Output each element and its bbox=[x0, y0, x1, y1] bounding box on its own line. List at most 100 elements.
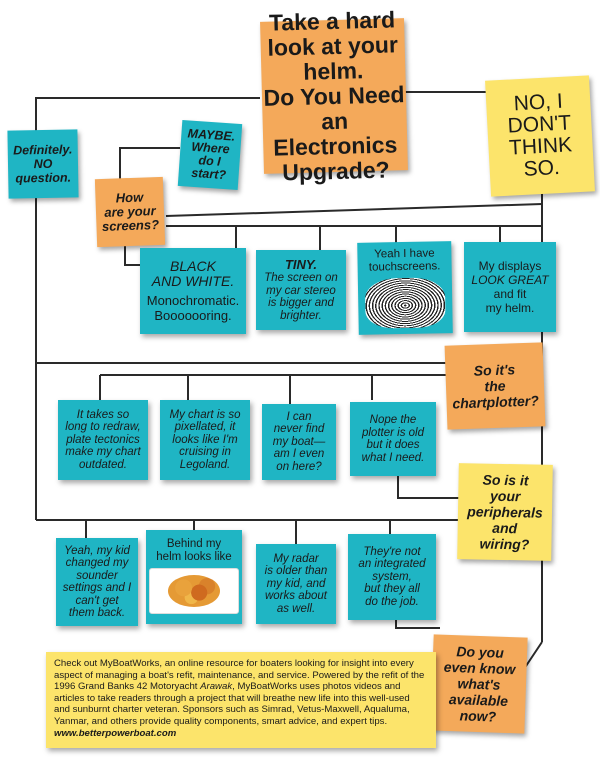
radar-line: as well. bbox=[276, 602, 316, 615]
touch-head: Yeah I have bbox=[374, 247, 435, 261]
chartplotter-line: the bbox=[484, 377, 506, 395]
tiny-body: The screen on bbox=[264, 272, 338, 284]
maybe-answer-note: MAYBE. Where do I start? bbox=[177, 119, 243, 191]
peripherals-line: your bbox=[489, 487, 521, 505]
tiny-body: is bigger and bbox=[268, 297, 334, 309]
no-line: THINK bbox=[508, 133, 573, 160]
peripherals-line: peripherals bbox=[467, 503, 543, 521]
great-post: my helm. bbox=[485, 301, 535, 315]
kid-line: settings and I bbox=[62, 582, 132, 594]
look-great-note: My displays LOOK GREAT and fit my helm. bbox=[464, 242, 556, 332]
helm-line: helm looks like bbox=[156, 551, 232, 563]
behind-helm-note: Behind my helm looks like bbox=[146, 530, 242, 624]
integrated-line: do the job. bbox=[365, 595, 419, 608]
tiny-body: brighter. bbox=[280, 309, 322, 322]
fingerprint-icon bbox=[364, 277, 446, 329]
tiny-screen-note: TINY. The screen on my car stereo is big… bbox=[256, 250, 346, 330]
kid-line: them back. bbox=[68, 607, 126, 619]
pixel-line: Legoland. bbox=[179, 458, 231, 471]
great-emph: LOOK GREAT bbox=[471, 273, 549, 287]
promo-text-end: , MyBoatWorks uses photos videos and art… bbox=[54, 681, 410, 727]
old-line: Nope the bbox=[369, 414, 417, 426]
promo-boat-name: Arawak bbox=[200, 681, 233, 693]
integrated-line: an integrated bbox=[358, 558, 426, 571]
no-line: SO. bbox=[523, 156, 561, 181]
chartplotter-line: chartplotter? bbox=[452, 392, 539, 412]
plotter-is-old-note: Nope the plotter is old but it does what… bbox=[350, 402, 436, 476]
great-pre: My displays bbox=[478, 259, 542, 273]
slow-redraw-note: It takes so long to redraw, plate tecton… bbox=[58, 400, 148, 480]
no-answer-note: NO, I DON'T THINK SO. bbox=[485, 75, 595, 197]
tiny-body: my car stereo bbox=[266, 284, 336, 297]
touchscreen-note: Yeah I have touchscreens. bbox=[357, 241, 453, 335]
start-line: Upgrade? bbox=[281, 156, 390, 185]
pixel-line: looks like I'm bbox=[172, 433, 238, 446]
available-line: what's bbox=[457, 675, 501, 693]
radar-line: My radar bbox=[273, 552, 319, 565]
myboatworks-promo-box: Check out MyBoatWorks, an online resourc… bbox=[46, 652, 436, 748]
kid-changed-sounder-note: Yeah, my kid changed my sounder settings… bbox=[56, 538, 138, 626]
pixel-line: cruising in bbox=[179, 446, 231, 459]
redraw-line: plate tectonics bbox=[66, 433, 140, 446]
touch-tail: touchscreens. bbox=[368, 260, 441, 274]
start-line: look at your bbox=[267, 30, 399, 61]
find-line: I can bbox=[286, 410, 312, 423]
kid-line: can't get bbox=[75, 594, 119, 607]
available-line: now? bbox=[459, 707, 497, 725]
helm-line: Behind my bbox=[166, 538, 222, 550]
promo-text-start: Check out MyBoatWorks, an online resourc… bbox=[54, 658, 425, 693]
available-line: even know bbox=[443, 658, 516, 678]
bw-body: Monochromatic. bbox=[146, 293, 240, 308]
find-line: my boat— bbox=[272, 435, 326, 448]
start-line: helm. bbox=[302, 56, 364, 85]
definitely-line: question. bbox=[15, 170, 72, 186]
bw-head: AND WHITE. bbox=[151, 273, 235, 289]
kid-line: changed my bbox=[65, 557, 129, 569]
radar-line: my kid, and bbox=[266, 577, 326, 590]
find-line: never find bbox=[273, 423, 325, 436]
definitely-line: NO bbox=[33, 156, 53, 172]
find-line: on here? bbox=[276, 460, 322, 473]
screens-q-line: screens? bbox=[101, 217, 160, 234]
definitely-answer-note: Definitely. NO question. bbox=[7, 129, 79, 199]
maybe-line: start? bbox=[190, 165, 227, 183]
bw-head: BLACK bbox=[170, 258, 216, 274]
peripherals-line: and bbox=[492, 519, 518, 537]
integrated-line: system, bbox=[372, 570, 412, 583]
old-line: plotter is old bbox=[361, 426, 424, 439]
integrated-line: but they all bbox=[364, 583, 420, 596]
old-line: what I need. bbox=[361, 451, 425, 464]
peripherals-question-note: So is it your peripherals and wiring? bbox=[457, 463, 553, 561]
redraw-line: make my chart bbox=[65, 446, 141, 459]
available-line: Do you bbox=[456, 643, 505, 661]
chartplotter-question-note: So it's the chartplotter? bbox=[444, 342, 546, 430]
start-line: an Electronics bbox=[272, 107, 398, 161]
not-integrated-note: They're not an integrated system, but th… bbox=[348, 534, 436, 620]
tiny-head: TINY. bbox=[284, 257, 318, 272]
peripherals-line: So is it bbox=[482, 471, 529, 489]
screens-question-note: How are your screens? bbox=[94, 176, 166, 248]
radar-line: is older than bbox=[264, 565, 328, 578]
promo-url-link[interactable]: www.betterpowerboat.com bbox=[54, 727, 177, 739]
redraw-line: outdated. bbox=[79, 458, 127, 471]
spaghetti-plate-icon bbox=[149, 568, 239, 614]
definitely-line: Definitely. bbox=[12, 142, 73, 158]
find-line: am I even bbox=[273, 448, 325, 461]
start-line: Do You Need bbox=[263, 80, 405, 111]
pixel-line: pixellated, it bbox=[174, 421, 236, 434]
pixellated-chart-note: My chart is so pixellated, it looks like… bbox=[160, 400, 250, 480]
redraw-line: It takes so bbox=[76, 408, 130, 421]
kid-line: Yeah, my kid bbox=[64, 544, 130, 557]
available-question-note: Do you even know what's available now? bbox=[430, 634, 528, 734]
radar-older-note: My radar is older than my kid, and works… bbox=[256, 544, 336, 624]
black-and-white-note: BLACK AND WHITE. Monochromatic. Boooooor… bbox=[140, 248, 246, 334]
peripherals-line: wiring? bbox=[479, 535, 530, 553]
radar-line: works about bbox=[264, 590, 327, 603]
start-question-note: Take a hard look at your helm. Do You Ne… bbox=[260, 6, 408, 185]
pixel-line: My chart is so bbox=[169, 408, 241, 421]
old-line: but it does bbox=[366, 439, 420, 451]
redraw-line: long to redraw, bbox=[65, 421, 141, 434]
bw-body: Booooooring. bbox=[154, 308, 232, 323]
great-post: and fit bbox=[493, 287, 527, 301]
available-line: available bbox=[448, 690, 509, 710]
